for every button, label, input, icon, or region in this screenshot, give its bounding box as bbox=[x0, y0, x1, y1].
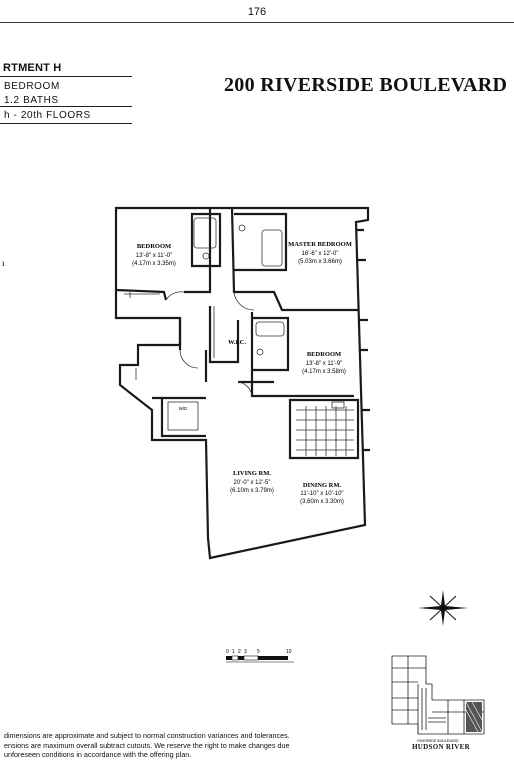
disclaimer-line-1: dimensions are approximate and subject t… bbox=[4, 731, 290, 740]
bedroom1-label: BEDROOM bbox=[137, 243, 171, 250]
disclaimer-line-2: ensions are maximum overall subtract cut… bbox=[4, 740, 290, 750]
master-metric: (5.03m x 3.66m) bbox=[298, 259, 342, 265]
bath3-box bbox=[252, 316, 290, 372]
master-dim: 16'-6" x 12'-0" bbox=[302, 251, 339, 257]
sink-3 bbox=[256, 348, 264, 356]
living-dim: 20'-0" x 12'-5" bbox=[234, 480, 271, 486]
scale-tick-2: 2 bbox=[238, 649, 241, 655]
sink-2 bbox=[238, 224, 246, 232]
scale-tick-5: 5 bbox=[257, 649, 260, 655]
dining-label: DINING RM. bbox=[303, 482, 342, 489]
door-swing-2 bbox=[233, 291, 255, 311]
wd-box bbox=[167, 401, 199, 431]
bedroom2-metric: (4.17m x 3.58m) bbox=[302, 369, 346, 375]
bedroom2-label: BEDROOM bbox=[307, 351, 341, 358]
kitchen-wall bbox=[288, 398, 360, 460]
scale-tick-3: 3 bbox=[244, 649, 247, 655]
disclaimer: dimensions are approximate and subject t… bbox=[4, 731, 354, 760]
bath2-box bbox=[234, 212, 288, 272]
bedroom1-metric: (4.17m x 3.35m) bbox=[132, 261, 176, 267]
floor-plan: BEDROOM 13'-8" x 11'-0" (4.17m x 3.35m) … bbox=[114, 206, 370, 560]
title-rule bbox=[0, 76, 132, 77]
apartment-title: RTMENT H bbox=[3, 62, 62, 74]
bedroom2-dim: 13'-8" x 11'-9" bbox=[306, 361, 342, 367]
window-bands bbox=[356, 228, 370, 452]
north-arrow-icon bbox=[418, 590, 468, 626]
key-plan: RIVERSIDE BOULEVARD bbox=[391, 655, 485, 743]
keyplan-street-label: RIVERSIDE BOULEVARD bbox=[417, 739, 459, 743]
kitchen-grid bbox=[296, 406, 354, 456]
tub-2 bbox=[261, 229, 283, 267]
closet-lines bbox=[124, 290, 215, 380]
scale-bar: 0 1 2 3 5 10 bbox=[226, 649, 294, 663]
page-top-rule bbox=[0, 22, 514, 23]
scale-tick-0: 0 bbox=[226, 649, 229, 655]
master-label: MASTER BEDROOM bbox=[288, 241, 352, 248]
floors-rule bbox=[0, 123, 132, 124]
bedroom1-wall bbox=[115, 208, 212, 301]
sink-1 bbox=[202, 252, 210, 260]
margin-mark: ı bbox=[2, 258, 5, 268]
bedroom-count: BEDROOM bbox=[4, 81, 60, 92]
tub-3 bbox=[255, 321, 285, 337]
bedroom1-dim: 13'-8" x 11'-0" bbox=[136, 253, 172, 259]
bath1-box bbox=[190, 212, 222, 268]
bedroom2-wall bbox=[250, 312, 354, 398]
bath-count: 1.2 BATHS bbox=[4, 95, 59, 106]
door-swing-4 bbox=[179, 349, 199, 369]
master-wall bbox=[230, 207, 358, 312]
page-number: 176 bbox=[247, 6, 267, 18]
laundry-label: W/D bbox=[179, 406, 188, 411]
door-swing-3 bbox=[237, 381, 253, 397]
scale-tick-10: 10 bbox=[286, 649, 292, 655]
range bbox=[331, 401, 345, 409]
floor-range: h - 20th FLOORS bbox=[4, 110, 91, 121]
living-metric: (6.10m x 3.79m) bbox=[230, 488, 274, 494]
disclaimer-line-3: unforeseen conditions in accordance with… bbox=[4, 750, 192, 759]
laundry-wall bbox=[152, 396, 206, 438]
tub-1 bbox=[193, 217, 217, 249]
wic-wall bbox=[208, 306, 240, 364]
scale-tick-1: 1 bbox=[232, 649, 235, 655]
info-rule bbox=[0, 106, 132, 107]
hudson-river-label: HUDSON RIVER bbox=[412, 743, 470, 751]
dining-dim: 11'-10" x 10'-10" bbox=[300, 491, 343, 497]
building-name: 200 RIVERSIDE BOULEVARD bbox=[224, 74, 508, 96]
living-label: LIVING RM. bbox=[233, 470, 271, 477]
dining-metric: (3.60m x 3.30m) bbox=[300, 499, 344, 505]
wic-label: W.I.C. bbox=[228, 339, 246, 346]
corridor-wall bbox=[178, 318, 274, 384]
door-swing-1 bbox=[165, 291, 185, 301]
